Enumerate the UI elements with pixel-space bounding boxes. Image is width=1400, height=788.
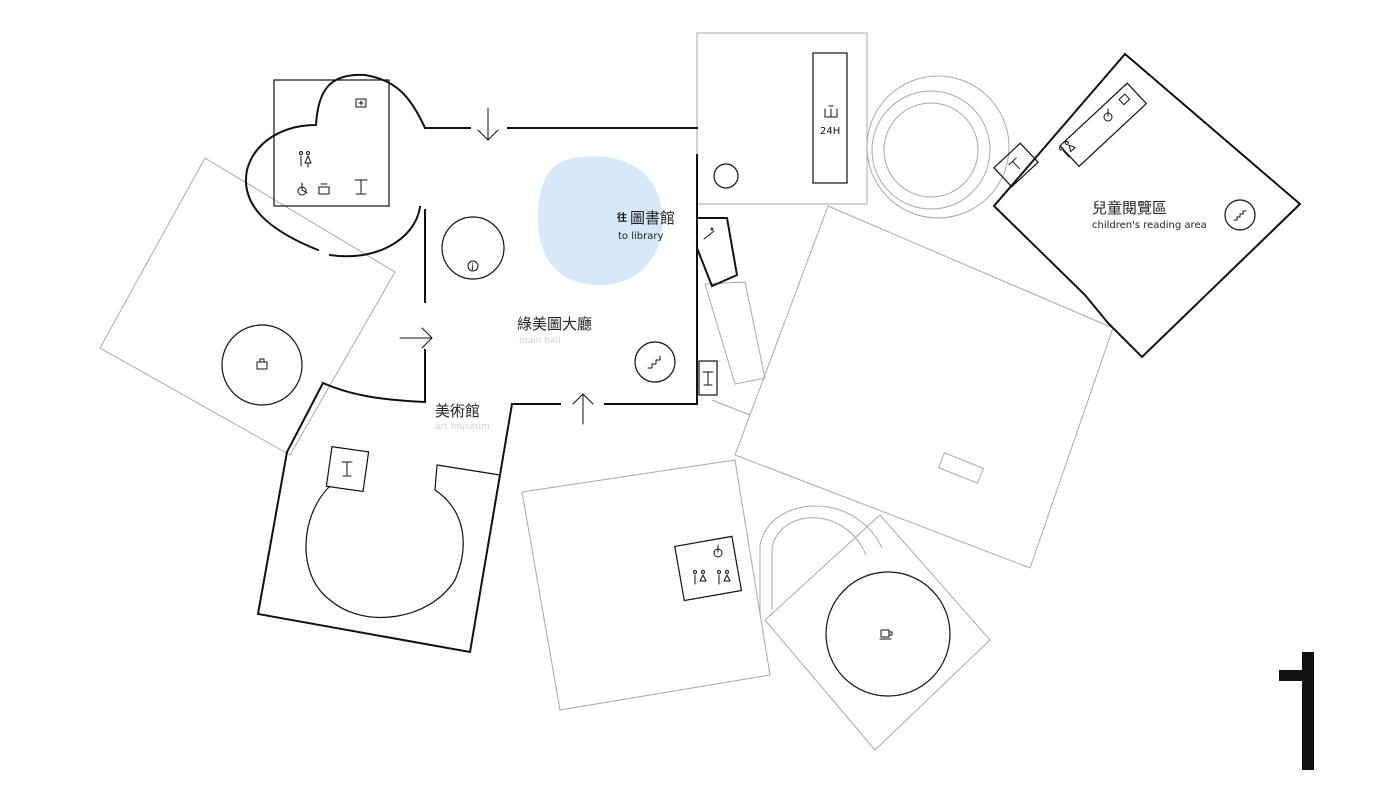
library-label-en[interactable]: to library <box>618 231 663 242</box>
hall-water-fountain-icon <box>702 371 714 386</box>
shop-room[interactable] <box>99 157 396 456</box>
children-restroom-icon <box>1058 140 1076 158</box>
info-icon-label: i <box>471 262 474 273</box>
entrance-arrow-icon[interactable] <box>572 393 594 425</box>
cafe-room[interactable] <box>764 514 991 751</box>
children-water-fountain-icon <box>1008 157 1020 170</box>
nursing-room-icon <box>318 183 330 195</box>
counter-box <box>937 452 985 484</box>
info-desk[interactable] <box>441 216 505 280</box>
children-accessible-icon <box>1103 108 1113 122</box>
museum-fountain-box <box>325 446 370 493</box>
museum-curved-wall <box>321 381 427 404</box>
stairs-icon <box>647 355 661 369</box>
children-area-wall <box>992 52 1302 359</box>
entrance-arrow-icon[interactable] <box>477 107 499 141</box>
bottom-restroom-room[interactable] <box>521 459 771 711</box>
arch-ring-inner <box>771 517 867 610</box>
first-aid-icon <box>355 98 367 108</box>
museum-label-en: art museum <box>435 422 490 432</box>
bottom-restroom-icon <box>693 570 731 585</box>
accessible-icon <box>297 182 308 196</box>
hall-label-en: main hall <box>519 336 561 346</box>
water-fountain-icon <box>354 179 368 195</box>
museum-inner-loop <box>305 464 501 619</box>
shop-icon <box>256 358 268 370</box>
book-return-room[interactable] <box>696 32 868 205</box>
first-aid-room-wall-lower <box>328 205 422 258</box>
children-area-label-zh[interactable]: 兒童閱覽區 <box>1092 199 1167 217</box>
children-stairs-circle[interactable] <box>1224 199 1256 231</box>
restroom-icon <box>299 151 312 168</box>
restroom-box <box>674 535 743 602</box>
hall-fountain-box <box>698 360 718 396</box>
book-return-icon <box>824 105 838 118</box>
museum-label-zh[interactable]: 美術館 <box>435 402 480 420</box>
bottom-accessible-icon <box>713 544 723 558</box>
library-floor-marker: 往 <box>617 211 627 224</box>
escalator-wall <box>695 217 739 288</box>
book-return-hours: 24H <box>820 126 840 137</box>
shop-circle[interactable] <box>221 324 303 406</box>
hall-label-zh: 綠美圖大廳 <box>517 315 592 333</box>
compass-north-icon <box>1279 652 1314 770</box>
pillar-circle <box>713 163 739 189</box>
facility-box <box>273 79 390 207</box>
cafe-circle[interactable] <box>825 571 951 697</box>
children-stairs-icon <box>1233 210 1247 221</box>
first-aid-room-wall <box>244 73 427 252</box>
corridor-line <box>711 399 751 416</box>
ring-outer <box>866 75 1010 219</box>
stairs-circle[interactable] <box>634 341 676 383</box>
children-fountain-box <box>993 142 1039 188</box>
book-return-counter <box>812 52 848 184</box>
ring-inner <box>883 102 979 198</box>
children-area-label-en: children's reading area <box>1092 220 1207 231</box>
arch-ring-outer <box>759 505 883 615</box>
ring-mid <box>871 90 991 210</box>
entrance-arrow-icon[interactable] <box>399 327 433 349</box>
escalator-icon <box>703 227 715 240</box>
museum-water-fountain-icon <box>341 461 353 477</box>
library-label-zh[interactable]: 圖書館 <box>630 209 675 227</box>
library-highlight-area[interactable] <box>538 156 663 285</box>
large-central-room[interactable] <box>734 205 1114 569</box>
museum-outer-wall <box>256 381 514 654</box>
children-restroom-box <box>1059 82 1148 168</box>
children-nursing-icon <box>1118 93 1131 106</box>
cafe-icon <box>879 629 893 640</box>
info-icon <box>467 260 479 272</box>
escalator-corridor <box>704 281 766 385</box>
